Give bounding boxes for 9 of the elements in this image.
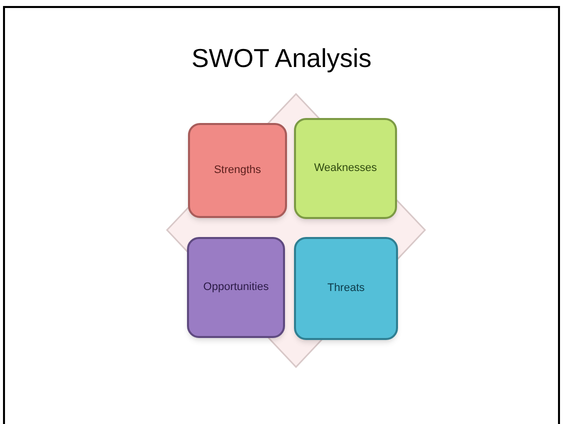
swot-box xyxy=(187,237,285,338)
title: SWOT Analysis xyxy=(190,42,373,74)
box-label: Threats xyxy=(327,281,365,296)
box-label: Strengths xyxy=(214,163,262,178)
swot-box xyxy=(294,237,398,340)
swot-box xyxy=(294,118,397,219)
box-label: Weaknesses xyxy=(314,161,377,176)
box-label: Opportunities xyxy=(203,280,269,296)
swot-box xyxy=(188,123,287,218)
